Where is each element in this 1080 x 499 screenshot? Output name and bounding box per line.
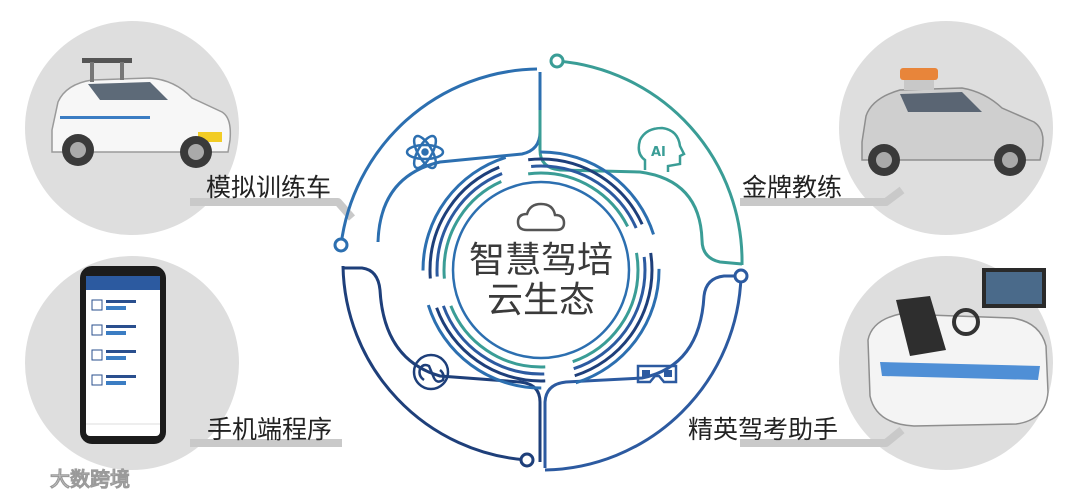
label-exam-assistant: 精英驾考助手 bbox=[688, 415, 838, 444]
mini-program-icon bbox=[414, 355, 448, 389]
ai-head-icon: AI bbox=[639, 128, 684, 172]
dot-left bbox=[335, 239, 347, 251]
label-gold-coach: 金牌教练 bbox=[742, 173, 842, 202]
connector-training-car bbox=[190, 202, 352, 218]
watermark: 大数跨境 bbox=[14, 467, 130, 491]
dot-right bbox=[735, 270, 747, 282]
label-training-car: 模拟训练车 bbox=[206, 173, 331, 202]
photo-circle-exam-assistant bbox=[839, 256, 1053, 470]
dot-bottom bbox=[521, 454, 533, 466]
dot-top bbox=[551, 55, 563, 67]
label-mobile-app: 手机端程序 bbox=[207, 415, 332, 444]
phone-image bbox=[80, 266, 166, 444]
watermark-logo-icon bbox=[14, 470, 44, 486]
watermark-text: 大数跨境 bbox=[50, 467, 130, 491]
center-title-line1: 智慧驾培 bbox=[469, 240, 613, 281]
svg-text:AI: AI bbox=[651, 145, 666, 160]
center-title-line2: 云生态 bbox=[487, 280, 595, 321]
